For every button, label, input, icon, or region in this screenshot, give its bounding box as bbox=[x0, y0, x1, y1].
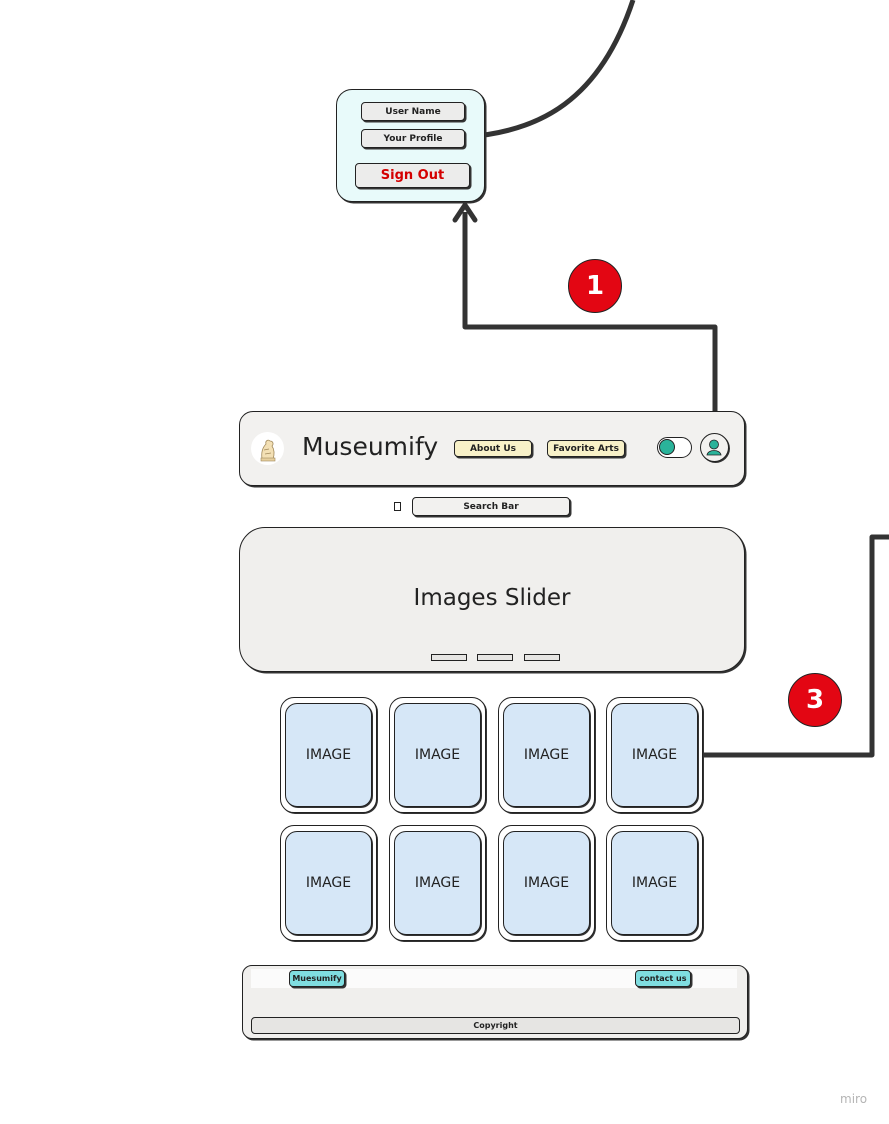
slider-indicator[interactable] bbox=[431, 654, 467, 661]
avatar-icon[interactable] bbox=[700, 433, 729, 462]
image-placeholder: IMAGE bbox=[285, 831, 372, 935]
theme-toggle[interactable] bbox=[657, 437, 692, 458]
miro-watermark: miro bbox=[840, 1092, 868, 1106]
brand-title[interactable]: Museumify bbox=[302, 432, 439, 461]
footer-top-strip bbox=[251, 969, 737, 988]
avatar-to-menu-arrow bbox=[462, 212, 718, 442]
footer: Muesumify contact us Copyright bbox=[242, 965, 748, 1039]
slider-indicator[interactable] bbox=[524, 654, 560, 661]
user-name-item[interactable]: User Name bbox=[361, 102, 465, 121]
step-1-badge: 1 bbox=[568, 259, 622, 313]
image-placeholder: IMAGE bbox=[503, 703, 590, 807]
search-bar[interactable]: Search Bar bbox=[412, 497, 570, 516]
search-icon[interactable] bbox=[394, 502, 401, 511]
step-3-badge: 3 bbox=[788, 673, 842, 727]
image-card[interactable]: IMAGE bbox=[389, 697, 486, 813]
contact-us-button[interactable]: contact us bbox=[635, 970, 691, 987]
toggle-knob bbox=[659, 439, 675, 455]
image-link-connector bbox=[683, 534, 889, 758]
image-placeholder: IMAGE bbox=[503, 831, 590, 935]
image-card[interactable]: IMAGE bbox=[389, 825, 486, 941]
image-placeholder: IMAGE bbox=[611, 703, 698, 807]
your-profile-item[interactable]: Your Profile bbox=[361, 129, 465, 148]
profile-dropdown-menu: User Name Your Profile Sign Out bbox=[336, 89, 485, 202]
image-placeholder: IMAGE bbox=[394, 831, 481, 935]
image-card[interactable]: IMAGE bbox=[498, 697, 595, 813]
footer-brand-button[interactable]: Muesumify bbox=[289, 970, 345, 987]
image-card[interactable]: IMAGE bbox=[606, 697, 703, 813]
favorite-arts-button[interactable]: Favorite Arts bbox=[547, 440, 625, 457]
about-us-button[interactable]: About Us bbox=[454, 440, 532, 457]
image-card[interactable]: IMAGE bbox=[280, 697, 377, 813]
sign-out-button[interactable]: Sign Out bbox=[355, 163, 470, 188]
logo-icon bbox=[251, 432, 284, 465]
slider-indicator[interactable] bbox=[477, 654, 513, 661]
navbar: Museumify About Us Favorite Arts bbox=[239, 411, 745, 486]
arrowhead-icon bbox=[452, 202, 478, 223]
copyright-bar: Copyright bbox=[251, 1017, 740, 1034]
profile-link-connector bbox=[464, 0, 636, 140]
image-card[interactable]: IMAGE bbox=[606, 825, 703, 941]
image-card[interactable]: IMAGE bbox=[280, 825, 377, 941]
image-placeholder: IMAGE bbox=[611, 831, 698, 935]
images-slider[interactable]: Images Slider bbox=[239, 527, 745, 672]
image-placeholder: IMAGE bbox=[394, 703, 481, 807]
image-placeholder: IMAGE bbox=[285, 703, 372, 807]
image-card[interactable]: IMAGE bbox=[498, 825, 595, 941]
slider-title: Images Slider bbox=[413, 585, 571, 611]
